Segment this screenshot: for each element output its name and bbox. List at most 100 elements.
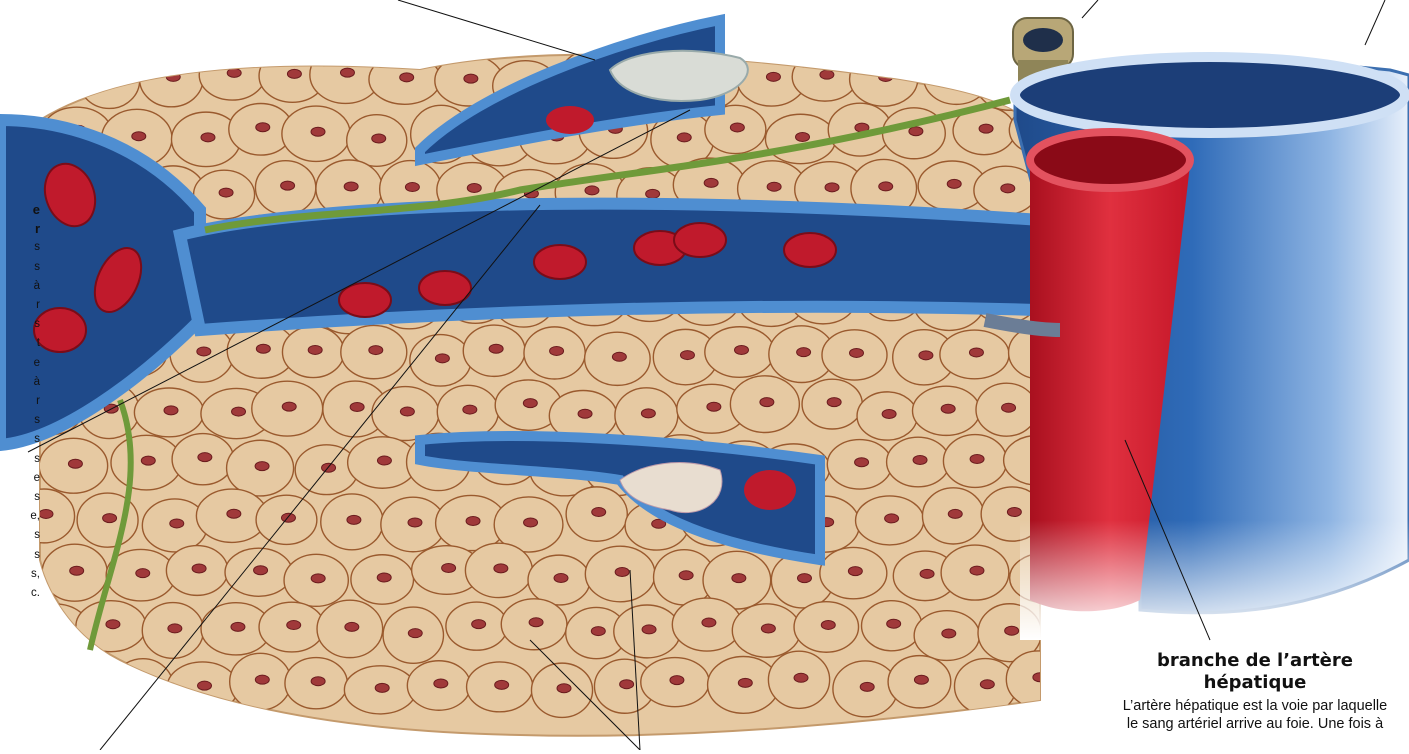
hepatocyte-nucleus: [227, 509, 241, 518]
hepatocyte-nucleus: [282, 402, 296, 411]
left-edge-line: e: [0, 469, 40, 488]
hepatocyte-nucleus: [585, 186, 599, 195]
hepatocyte-nucleus: [494, 564, 508, 573]
hepatocyte-nucleus: [372, 134, 386, 143]
left-edge-line: s: [0, 488, 40, 507]
hepatocyte-nucleus: [820, 70, 834, 79]
hepatocyte-nucleus: [879, 182, 893, 191]
left-edge-title-line-1: e: [0, 200, 40, 219]
hepatocyte-nucleus: [400, 407, 414, 416]
left-edge-line: r: [0, 392, 40, 411]
hepatocyte-nucleus: [340, 68, 354, 77]
hepatocyte-nucleus: [344, 182, 358, 191]
hepatocyte-nucleus: [677, 133, 691, 142]
caption-body-line-2: le sang artériel arrive au foie. Une foi…: [1065, 715, 1409, 733]
hepatocyte-nucleus: [311, 574, 325, 583]
hepatocyte-nucleus: [797, 348, 811, 357]
hepatocyte-nucleus: [495, 680, 509, 689]
hepatocyte-nucleus: [256, 344, 270, 353]
hepatocyte-nucleus: [796, 132, 810, 141]
hepatocyte-nucleus: [164, 406, 178, 415]
hepatocyte-nucleus: [104, 74, 118, 83]
hepatocyte-nucleus: [920, 569, 934, 578]
hepatocyte-nucleus: [1033, 673, 1047, 682]
hepatocyte-nucleus: [198, 681, 212, 690]
hepatocyte-nucleus: [941, 404, 955, 413]
hepatocyte-tissue: [13, 46, 1080, 736]
left-edge-line: à: [0, 373, 40, 392]
hepatocyte-nucleus: [980, 680, 994, 689]
hepatocyte-nucleus: [970, 566, 984, 575]
hepatocyte-nucleus: [442, 563, 456, 572]
left-edge-line: s,: [0, 565, 40, 584]
hepatocyte-nucleus: [168, 624, 182, 633]
hepatocyte-nucleus: [979, 124, 993, 133]
left-edge-line: s: [0, 430, 40, 449]
hepatocyte-nucleus: [620, 680, 634, 689]
hepatocyte-cell: [113, 659, 174, 716]
hepatocyte-nucleus: [947, 179, 961, 188]
hepatocyte-nucleus: [797, 574, 811, 583]
hepatocyte-nucleus: [970, 455, 984, 464]
hepatocyte-nucleus: [464, 74, 478, 83]
hepatocyte-nucleus: [255, 675, 269, 684]
red-blood-cell: [784, 233, 836, 267]
hepatocyte-nucleus: [350, 402, 364, 411]
hepatocyte-nucleus: [197, 347, 211, 356]
hepatocyte-nucleus: [612, 352, 626, 361]
hepatocyte-nucleus: [523, 399, 537, 408]
hepatocyte-nucleus: [232, 407, 246, 416]
hepatocyte-nucleus: [255, 462, 269, 471]
hepatocyte-nucleus: [914, 675, 928, 684]
left-edge-line: s: [0, 315, 40, 334]
hepatocyte-nucleus: [369, 346, 383, 355]
hepatocyte-nucleus: [849, 348, 863, 357]
hepatocyte-nucleus: [375, 683, 389, 692]
left-edge-cropped-label: e r s s à r s t e à r s s s e s e, s s s…: [0, 200, 40, 603]
hepatocyte-nucleus: [885, 514, 899, 523]
hepatocyte-nucleus: [615, 567, 629, 576]
left-edge-title-line-2: r: [0, 219, 40, 238]
hepatocyte-nucleus: [909, 127, 923, 136]
hepatocyte-cell: [79, 52, 140, 109]
hepatocyte-nucleus: [198, 453, 212, 462]
hepatocyte-cell: [44, 666, 115, 715]
hepatocyte-nucleus: [50, 624, 64, 633]
hepatocyte-nucleus: [434, 679, 448, 688]
hepatocyte-nucleus: [821, 620, 835, 629]
hepatocyte-nucleus: [766, 72, 780, 81]
hepatocyte-nucleus: [256, 123, 270, 132]
hepatocyte-nucleus: [855, 458, 869, 467]
hepatocyte-nucleus: [377, 456, 391, 465]
hepatic-artery-caption: branche de l’artère hépatique L’artère h…: [1065, 650, 1409, 733]
hepatocyte-nucleus: [345, 622, 359, 631]
hepatocyte-nucleus: [969, 348, 983, 357]
hepatocyte-nucleus: [287, 69, 301, 78]
red-blood-cell: [674, 223, 726, 257]
hepatocyte-nucleus: [472, 620, 486, 629]
hepatocyte-nucleus: [529, 618, 543, 627]
hepatocyte-nucleus: [227, 68, 241, 77]
hepatocyte-nucleus: [524, 518, 538, 527]
hepatocyte-nucleus: [707, 402, 721, 411]
hepatocyte-nucleus: [287, 621, 301, 630]
hepatocyte-nucleus: [919, 351, 933, 360]
hepatocyte-nucleus: [760, 398, 774, 407]
hepatocyte-nucleus: [136, 569, 150, 578]
hepatic-sinusoid: [180, 204, 1040, 330]
hepatocyte-nucleus: [646, 189, 660, 198]
hepatocyte-nucleus: [642, 625, 656, 634]
caption-body: L’artère hépatique est la voie par laque…: [1065, 697, 1409, 733]
hepatocyte-nucleus: [435, 354, 449, 363]
hepatocyte-nucleus: [400, 73, 414, 82]
hepatocyte-nucleus: [578, 409, 592, 418]
hepatocyte-nucleus: [219, 188, 233, 197]
left-edge-line: s: [0, 238, 40, 257]
hepatocyte-nucleus: [704, 178, 718, 187]
hepatocyte-nucleus: [405, 183, 419, 192]
hepatocyte-nucleus: [106, 620, 120, 629]
hepatocyte-nucleus: [281, 513, 295, 522]
hepatocyte-nucleus: [192, 564, 206, 573]
hepatocyte-nucleus: [311, 127, 325, 136]
left-edge-line: s: [0, 450, 40, 469]
